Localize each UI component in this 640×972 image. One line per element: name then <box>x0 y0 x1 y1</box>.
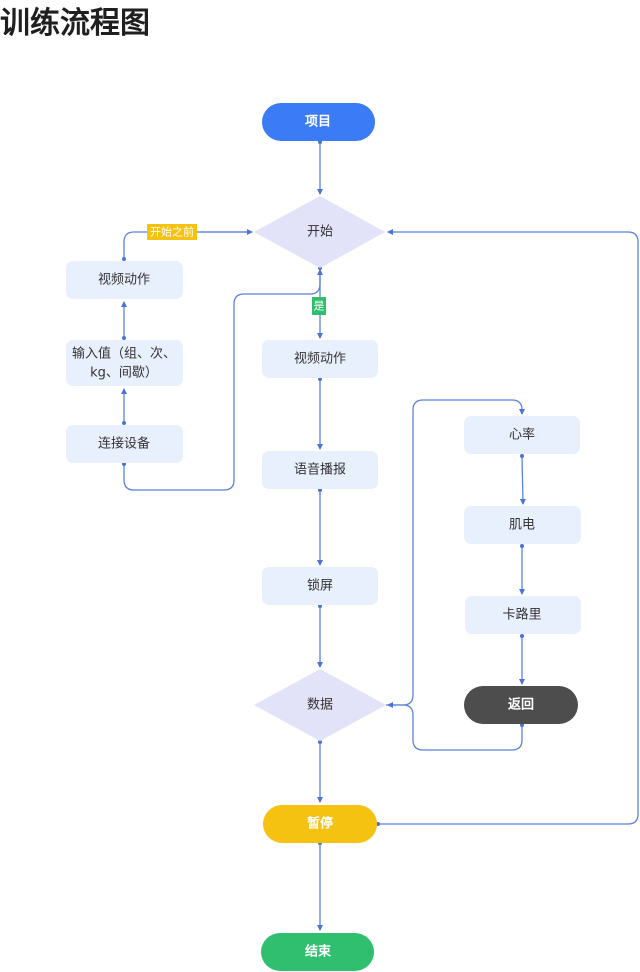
edge-label-yes: 是 <box>312 297 326 315</box>
edge-dot <box>520 634 524 638</box>
edge-back-data <box>387 702 523 751</box>
terminal-shape <box>263 805 377 843</box>
node-left-video[interactable]: 视频动作 <box>66 261 183 299</box>
edge-dot <box>520 544 524 548</box>
process-shape <box>465 596 581 634</box>
node-label: 返回 <box>508 698 534 713</box>
node-video[interactable]: 视频动作 <box>262 340 378 378</box>
node-calorie[interactable]: 卡路里 <box>465 596 581 634</box>
process-shape <box>464 416 580 454</box>
edge-label-before-start: 开始之前 <box>147 224 197 240</box>
process-shape <box>66 425 183 463</box>
process-shape <box>262 340 378 378</box>
node-label: 项目 <box>305 115 331 130</box>
node-emg[interactable]: 肌电 <box>464 506 581 544</box>
edge-start-before <box>123 231 250 259</box>
node-back[interactable]: 返回 <box>464 686 578 724</box>
terminal-shape <box>464 686 578 724</box>
node-label: 肌电 <box>509 518 535 533</box>
node-label: 卡路里 <box>502 607 541 623</box>
node-start[interactable]: 开始 <box>254 196 385 268</box>
node-label: 数据 <box>307 698 333 713</box>
node-heart-rate[interactable]: 心率 <box>464 416 580 454</box>
node-label-line1: 输入值（组、次、 <box>72 346 176 362</box>
terminal-shape <box>261 933 374 971</box>
node-voice[interactable]: 语音播报 <box>262 451 378 489</box>
node-label: 视频动作 <box>98 273 150 288</box>
decision-shape <box>254 669 386 741</box>
edge-pause-start-loop <box>378 229 639 825</box>
label-text: 开始之前 <box>150 225 194 239</box>
node-label: 心率 <box>509 427 535 443</box>
node-pause[interactable]: 暂停 <box>263 805 377 843</box>
node-project[interactable]: 项目 <box>262 103 375 141</box>
label-bg <box>147 224 197 240</box>
edge-dot <box>376 822 380 826</box>
label-bg <box>312 297 326 315</box>
edge-dot <box>122 421 126 425</box>
node-input-values[interactable]: 输入值（组、次、 kg、间歇） <box>66 340 183 386</box>
node-label: 开始 <box>307 225 333 240</box>
edge-connect-start <box>123 269 323 491</box>
label-text: 是 <box>314 300 325 313</box>
node-end[interactable]: 结束 <box>261 933 374 971</box>
node-label: 语音播报 <box>294 462 346 478</box>
process-shape <box>262 567 378 605</box>
node-label: 锁屏 <box>307 578 333 594</box>
process-shape <box>66 261 183 299</box>
node-label: 暂停 <box>307 816 333 832</box>
process-shape <box>464 506 581 544</box>
node-label-line2: kg、间歇） <box>90 366 158 381</box>
node-label: 结束 <box>305 944 332 960</box>
edge-dot <box>122 257 126 261</box>
node-data[interactable]: 数据 <box>254 669 386 741</box>
terminal-shape <box>262 103 375 141</box>
process-shape <box>66 340 183 386</box>
page-title: 训练流程图 <box>0 6 150 41</box>
process-shape <box>262 451 378 489</box>
edge-dot <box>318 740 322 744</box>
node-lock[interactable]: 锁屏 <box>262 567 378 605</box>
decision-shape <box>254 196 385 268</box>
node-label: 视频动作 <box>294 352 346 367</box>
node-connect-device[interactable]: 连接设备 <box>66 425 183 463</box>
edge-dot <box>122 336 126 340</box>
edge-data-heartrate <box>386 399 525 706</box>
edge-heartrate-emg <box>519 455 526 505</box>
edge-dot <box>520 454 524 458</box>
node-label: 连接设备 <box>98 436 150 452</box>
